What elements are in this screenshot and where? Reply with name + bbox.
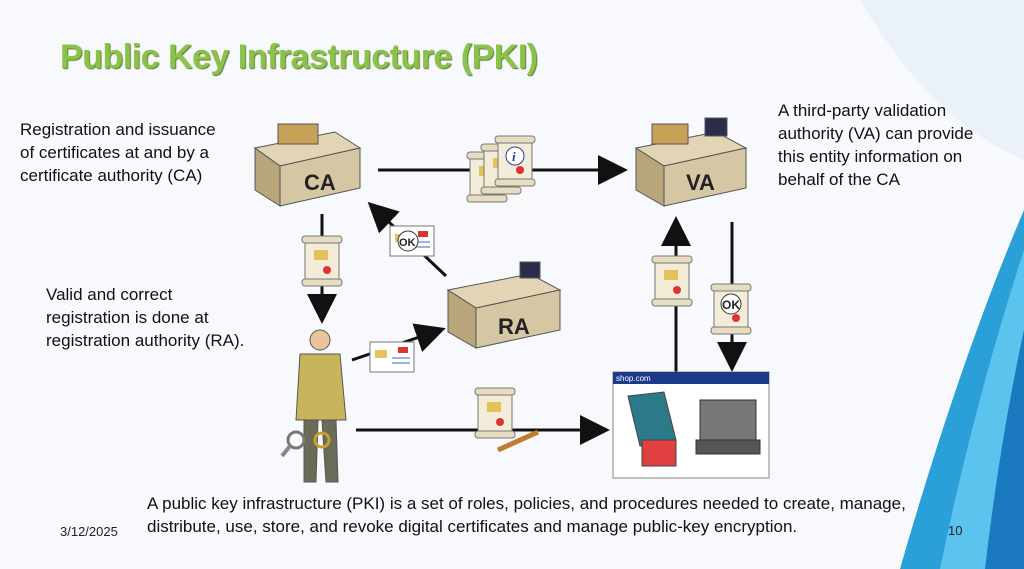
monitor-icon — [704, 117, 728, 137]
slide-date: 3/12/2025 — [60, 524, 118, 539]
user-with-keys-icon — [280, 329, 347, 483]
certificate-with-pen-icon — [474, 387, 540, 453]
slide-page-number: 10 — [948, 523, 963, 538]
ca-description: Registration and issuance of certificate… — [20, 120, 216, 185]
va-label: VA — [686, 170, 715, 195]
ra-label: RA — [498, 314, 530, 339]
ca-label: CA — [304, 170, 336, 195]
slide-title: Public Key Infrastructure (PKI) — [60, 38, 538, 76]
va-desk: VA — [634, 117, 748, 207]
info-glyph: i — [512, 149, 516, 164]
shorts-icon — [641, 439, 677, 467]
ok-label: OK — [399, 237, 416, 249]
ca-desk: CA — [253, 123, 362, 207]
id-card-icon — [369, 341, 415, 373]
folder-icon — [651, 123, 689, 145]
certificate-icon — [301, 235, 343, 287]
monitor-icon — [519, 261, 541, 279]
ra-description: Valid and correct registration is done a… — [46, 285, 245, 350]
ra-desk: RA — [446, 261, 562, 349]
info-certificate-icon: i — [494, 135, 536, 187]
pki-definition: A public key infrastructure (PKI) is a s… — [147, 494, 906, 536]
ok-card-icon: OK — [389, 225, 435, 257]
folder-icon — [277, 123, 319, 145]
va-description: A third-party validation authority (VA) … — [778, 101, 974, 189]
shop-window: shop.com — [612, 371, 770, 479]
shop-title: shop.com — [616, 374, 651, 383]
certificate-icon — [651, 255, 693, 307]
ok-certificate-icon: OK — [710, 283, 752, 335]
cash-register-icon — [699, 399, 757, 445]
ok-label: OK — [722, 298, 740, 312]
